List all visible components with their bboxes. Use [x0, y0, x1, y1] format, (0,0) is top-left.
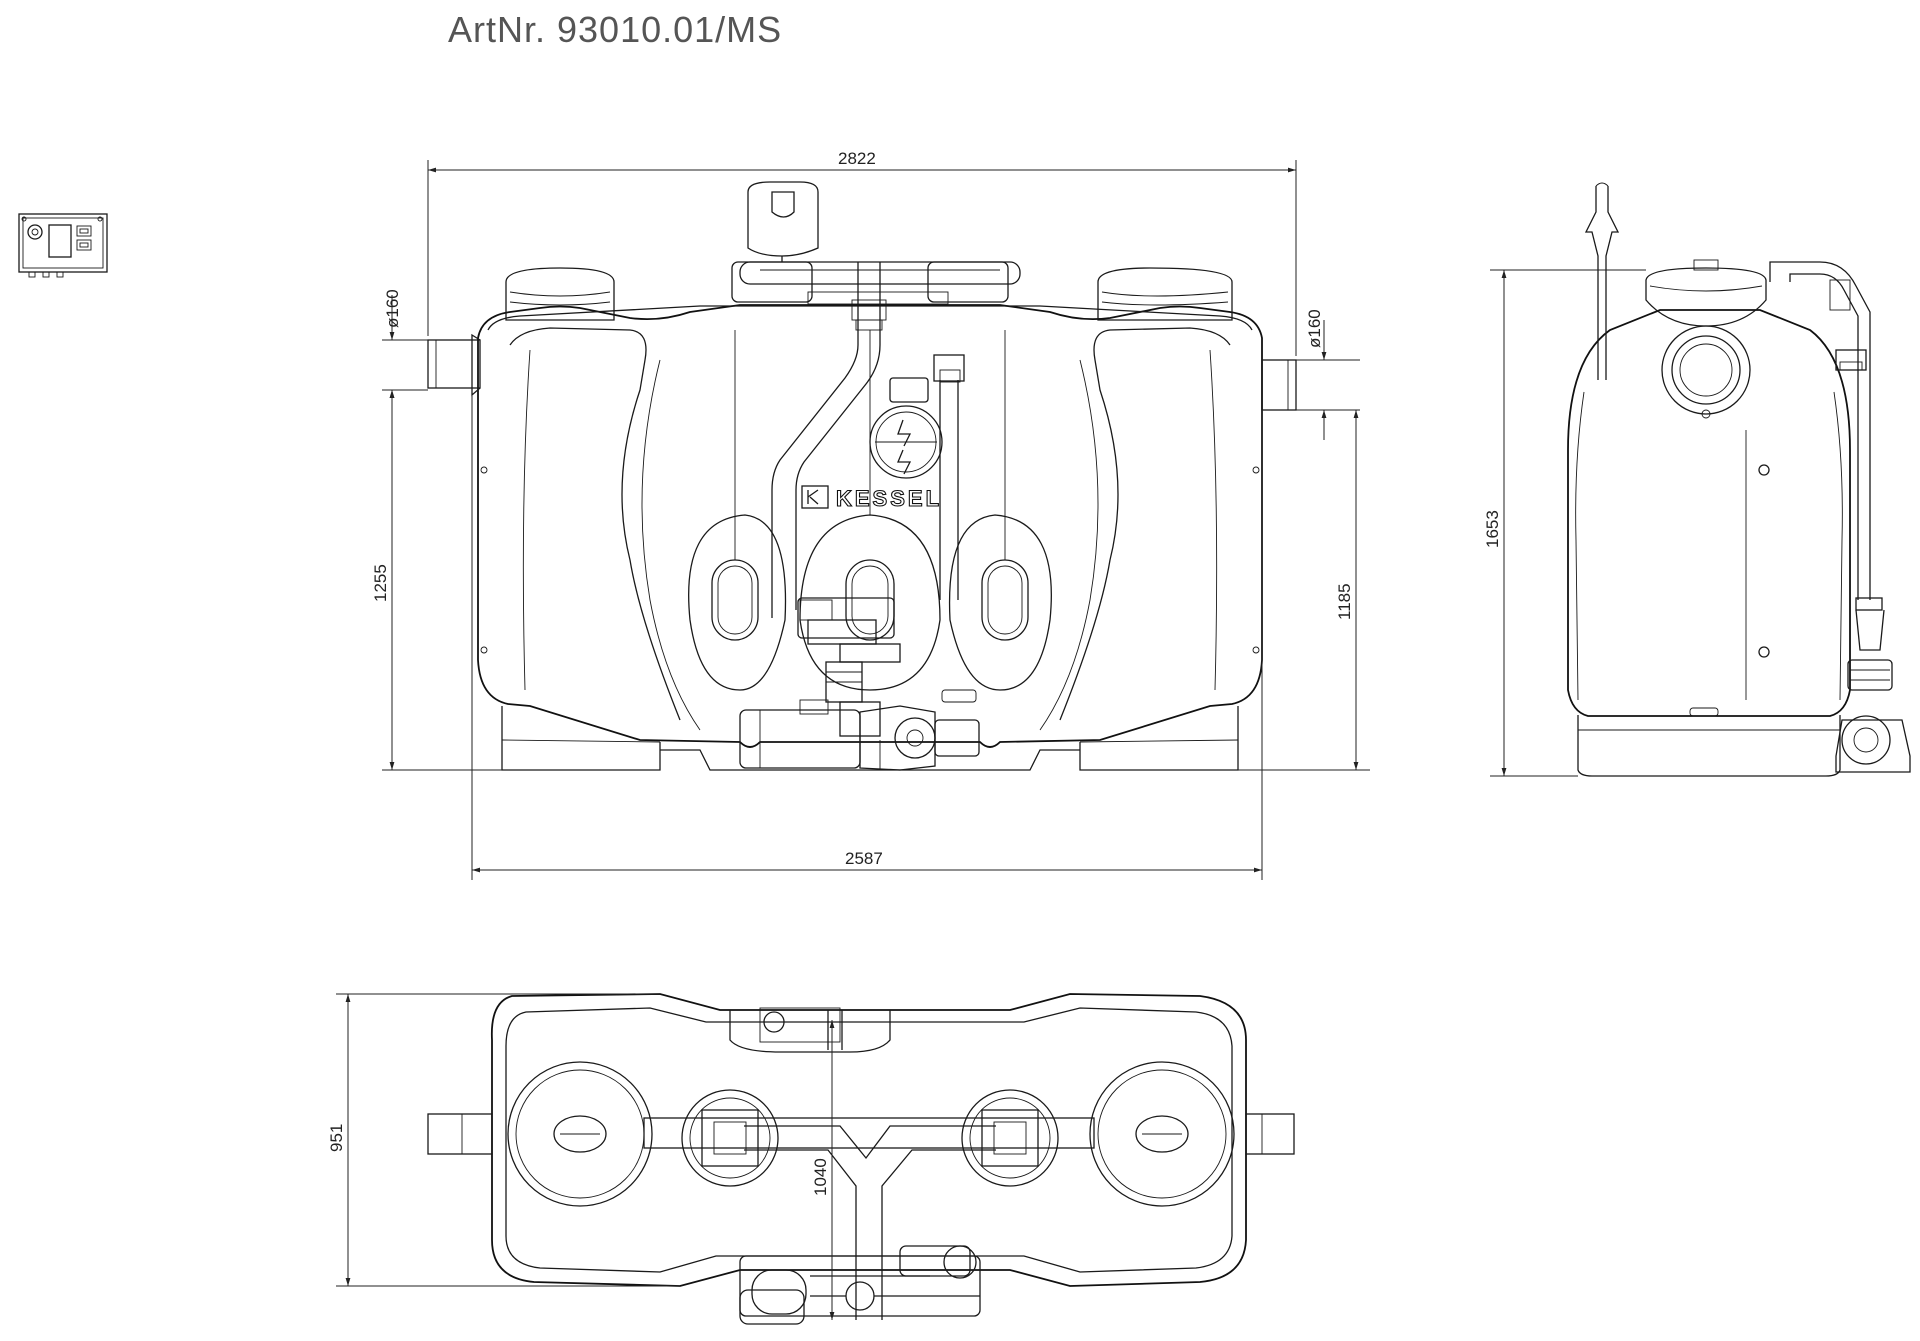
electrical-warning-icon	[869, 405, 943, 479]
side-view	[1567, 182, 1911, 777]
kessel-logo-icon: KESSEL	[801, 485, 942, 512]
brand-logo: KESSEL	[836, 486, 942, 511]
dim-inlet-right-diameter: ø160	[1305, 309, 1324, 348]
dim-inlet-left-diameter: ø160	[383, 289, 402, 328]
dim-inlet-right-height: 1185	[1335, 583, 1354, 620]
dim-pipe-offset: 1040	[811, 1158, 830, 1196]
top-dimensions: 951 1040	[327, 993, 835, 1320]
front-view: KESSEL	[427, 181, 1297, 771]
front-dimensions: 2822 2587 ø160 1255 ø160 1185	[371, 149, 1370, 880]
side-dimensions: 1653	[1483, 269, 1646, 777]
dim-inlet-left-height: 1255	[371, 564, 390, 602]
control-box-icon	[18, 213, 108, 278]
top-view	[427, 993, 1295, 1325]
dim-total-width: 2822	[838, 149, 876, 168]
dim-body-width: 2587	[845, 849, 883, 868]
dim-depth: 951	[327, 1124, 346, 1152]
article-number: ArtNr. 93010.01/MS	[448, 9, 782, 50]
dim-total-height: 1653	[1483, 510, 1502, 548]
